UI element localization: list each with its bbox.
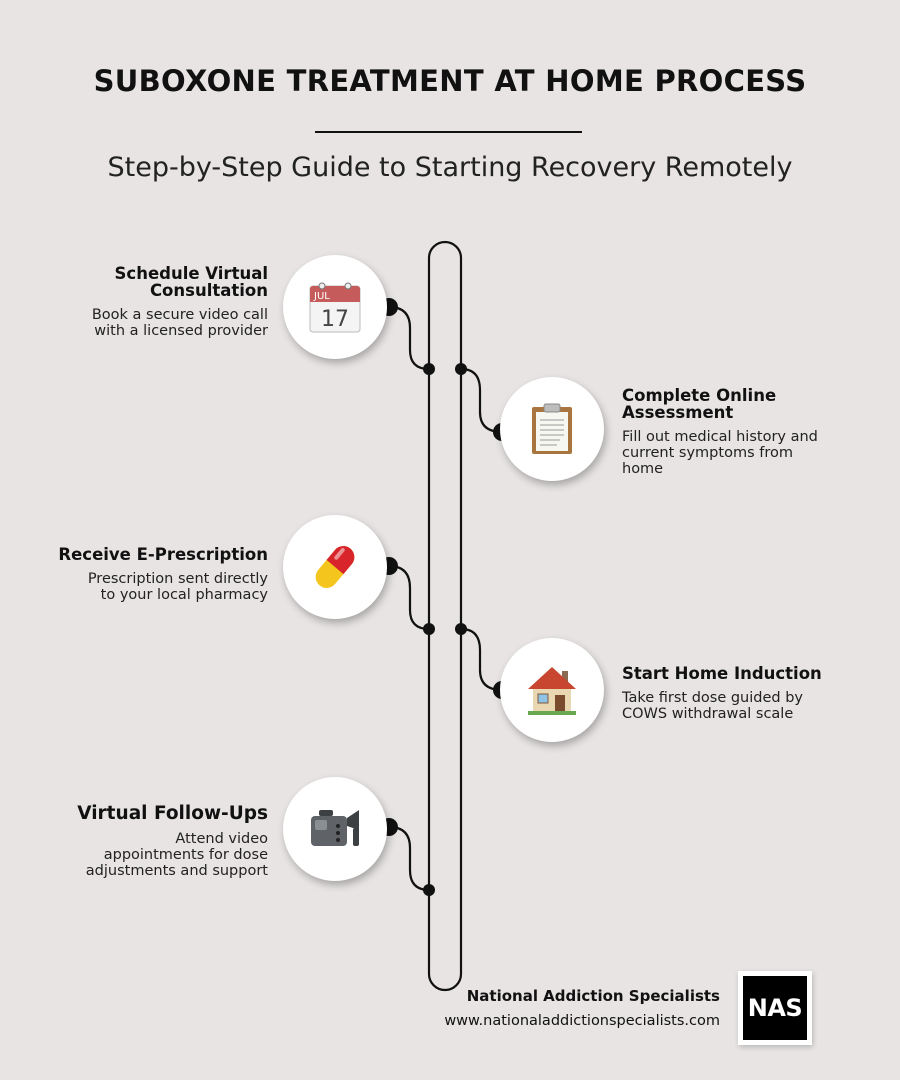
- step-1-description: Book a secure video call with a licensed…: [91, 307, 268, 339]
- connector-step-5: [388, 825, 430, 892]
- connector-step-1: [388, 305, 430, 371]
- step-2-description: Fill out medical history and current sym…: [622, 429, 818, 477]
- connector-step-3: [388, 564, 430, 631]
- step-1-text: Schedule Virtual Consultation Book a sec…: [28, 265, 268, 339]
- title-divider: [315, 131, 582, 133]
- step-4-title: Start Home Induction: [622, 664, 822, 683]
- timeline-track: [427, 240, 463, 992]
- house-icon: [528, 667, 576, 715]
- track-dot-step-1: [423, 363, 435, 375]
- step-5-icon-circle: [283, 777, 387, 881]
- step-4-description: Take first dose guided by COWS withdrawa…: [622, 690, 804, 722]
- step-3-title: Receive E-Prescription: [58, 545, 268, 564]
- step-5-text: Virtual Follow-Ups Attend video appointm…: [28, 804, 268, 879]
- track-dot-step-3: [423, 623, 435, 635]
- step-3-icon-circle: [283, 515, 387, 619]
- calendar-icon: JUL 17: [309, 282, 361, 333]
- step-3-description: Prescription sent directly to your local…: [87, 571, 268, 603]
- step-5-title: Virtual Follow-Ups: [77, 803, 268, 824]
- step-2-title: Complete Online Assessment: [622, 386, 777, 422]
- nas-logo: NAS: [738, 971, 812, 1045]
- video-camera-icon: [311, 810, 359, 846]
- track-dot-step-2: [455, 363, 467, 375]
- step-3-text: Receive E-Prescription Prescription sent…: [28, 546, 268, 603]
- pill-icon: [315, 546, 355, 588]
- step-2-icon-circle: [500, 377, 604, 481]
- step-4-text: Start Home Induction Take first dose gui…: [622, 665, 862, 722]
- step-4-icon-circle: [500, 638, 604, 742]
- step-1-title: Schedule Virtual Consultation: [114, 264, 268, 300]
- svg-text:JUL: JUL: [313, 291, 330, 302]
- track-dot-step-5: [423, 884, 435, 896]
- page-title: SUBOXONE TREATMENT AT HOME PROCESS: [93, 64, 807, 98]
- step-1-icon-circle: JUL 17: [283, 255, 387, 359]
- brand-url[interactable]: www.nationaladdictionspecialists.com: [444, 1013, 720, 1029]
- step-5-description: Attend video appointments for dose adjus…: [85, 831, 268, 879]
- connector-step-4: [460, 627, 503, 692]
- clipboard-icon: [532, 403, 572, 454]
- connector-step-2: [460, 367, 503, 434]
- page-subtitle: Step-by-Step Guide to Starting Recovery …: [107, 152, 793, 183]
- step-2-text: Complete Online Assessment Fill out medi…: [622, 387, 862, 477]
- brand-name: National Addiction Specialists: [466, 987, 720, 1005]
- track-dot-step-4: [455, 623, 467, 635]
- svg-text:17: 17: [321, 307, 349, 332]
- nas-logo-text: NAS: [743, 976, 807, 1040]
